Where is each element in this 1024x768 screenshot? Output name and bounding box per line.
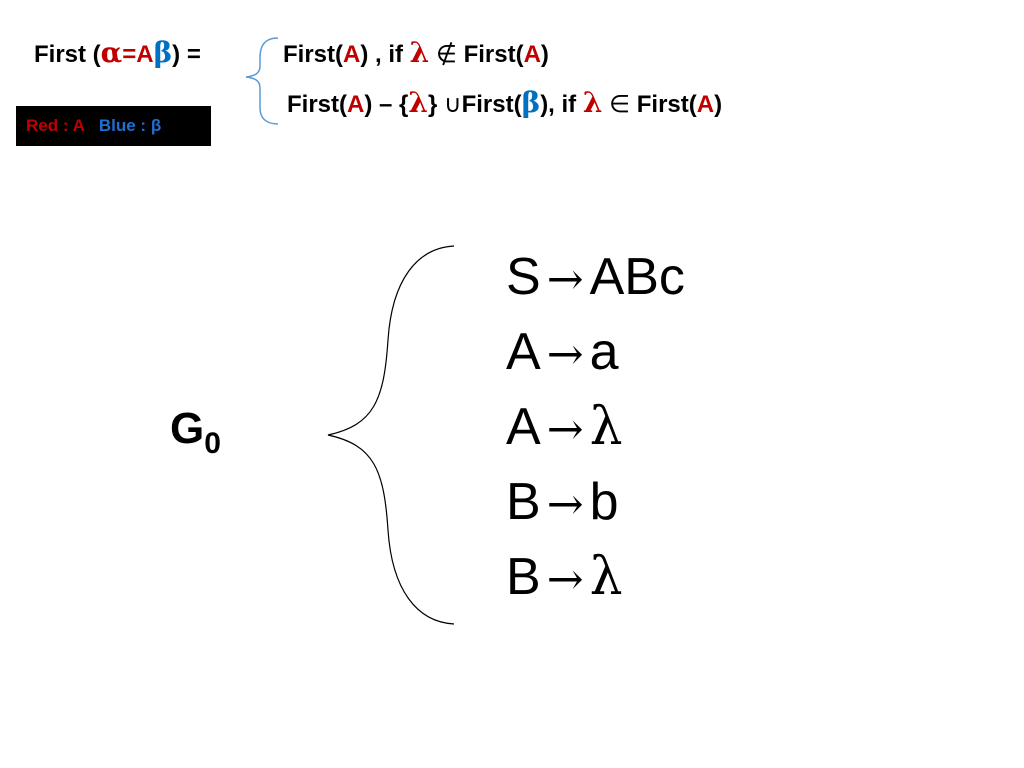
case-nullable: First(A) – {λ} ∪First(β), if λ ∈ First(A… (287, 88, 722, 120)
arrow-symbol: → (546, 479, 584, 530)
condition-if: ) , if (360, 41, 403, 68)
production-rhs: a (589, 323, 619, 381)
case-not-nullable: First(A) , if λ ∉ First(A) (283, 38, 549, 70)
lambda-symbol: λ (409, 36, 430, 69)
alpha-symbol: α (100, 36, 123, 69)
arrow-symbol: → (546, 329, 584, 380)
element-symbol: ∈ (609, 90, 631, 118)
production-rhs: ABc (589, 248, 685, 306)
production-lhs: B (506, 473, 541, 531)
condition-if: ), if (540, 91, 577, 118)
first-fn: First( (283, 41, 343, 68)
production-lhs: B (506, 548, 541, 606)
nonterminal-a: A (523, 41, 541, 68)
beta-symbol: β (153, 36, 173, 69)
production-rhs: λ (589, 397, 623, 457)
legend-red: Red : A (26, 116, 85, 135)
production-rhs: b (589, 473, 619, 531)
not-element-symbol: ∉ (435, 40, 457, 68)
color-legend: Red : A Blue : β (16, 106, 211, 146)
production-list: S→ABc A→a A→λ B→b B→λ (506, 240, 685, 615)
grammar-brace (327, 245, 455, 625)
first-fn: First( (636, 91, 697, 118)
cases-brace (245, 37, 279, 125)
production-rule: A→λ (506, 390, 685, 465)
arrow-symbol: → (546, 254, 584, 305)
grammar-subscript: 0 (204, 427, 221, 460)
formula-lhs: First (α=Aβ) = (34, 38, 201, 70)
production-lhs: A (506, 323, 541, 381)
minus-set-open: ) – { (364, 91, 409, 118)
production-lhs: S (506, 248, 541, 306)
lambda-symbol: λ (582, 86, 603, 119)
nonterminal-a: A (347, 91, 365, 118)
nonterminal-a: A (696, 91, 715, 118)
production-rhs: λ (589, 547, 623, 607)
lambda-symbol: λ (408, 86, 428, 119)
first-fn: First( (461, 91, 522, 118)
nonterminal-a: A (343, 41, 361, 68)
arrow-symbol: → (546, 404, 584, 455)
paren-close: ) (714, 91, 723, 118)
legend-blue: Blue : β (98, 116, 162, 135)
first-fn: First( (287, 91, 347, 118)
production-rule: S→ABc (506, 240, 685, 315)
first-fn: First( (463, 41, 524, 68)
beta-symbol: β (521, 86, 541, 119)
paren-close: ) (540, 41, 549, 68)
production-lhs: A (506, 398, 541, 456)
equals-sign: = (122, 41, 137, 68)
grammar-letter: G (170, 404, 205, 453)
set-close: } (428, 91, 438, 118)
first-label: First ( (34, 41, 101, 68)
nonterminal-a: A (136, 41, 154, 68)
grammar-name: G0 (170, 404, 221, 461)
production-rule: B→λ (506, 540, 685, 615)
union-symbol: ∪ (444, 90, 462, 118)
production-rule: B→b (506, 465, 685, 540)
production-rule: A→a (506, 315, 685, 390)
lhs-suffix: ) = (172, 41, 201, 68)
arrow-symbol: → (546, 554, 584, 605)
